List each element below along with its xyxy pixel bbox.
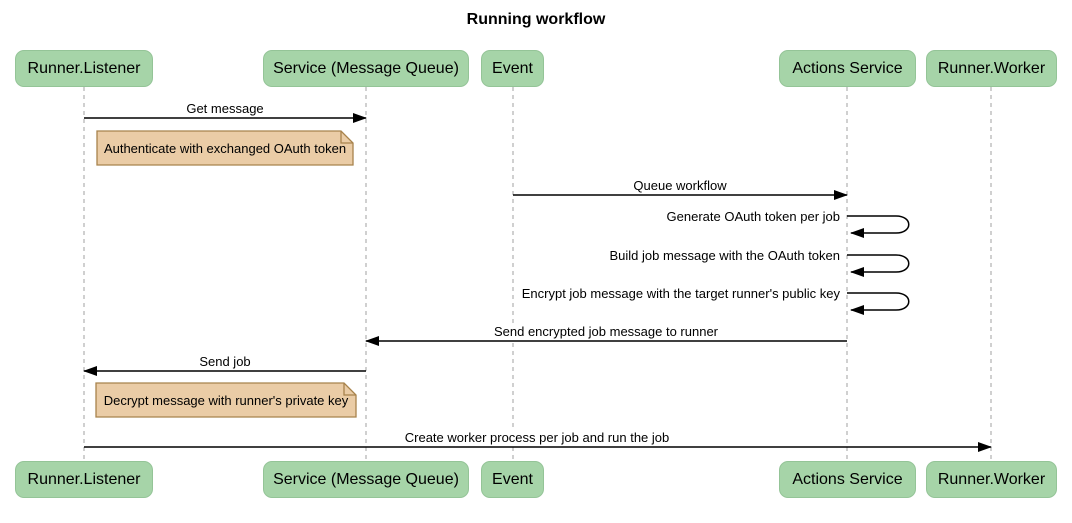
actor-top-event: Event bbox=[481, 50, 544, 87]
message-label-create-worker-process: Create worker process per job and run th… bbox=[401, 430, 673, 445]
actor-bottom-runner-listener: Runner.Listener bbox=[15, 461, 153, 498]
message-arrows bbox=[83, 113, 992, 452]
self-loop-build-job-message bbox=[847, 254, 910, 277]
actor-bottom-runner-worker: Runner.Worker bbox=[926, 461, 1057, 498]
actor-bottom-actions-service: Actions Service bbox=[779, 461, 916, 498]
message-label-queue-workflow: Queue workflow bbox=[630, 178, 730, 193]
message-label-generate-oauth-token: Generate OAuth token per job bbox=[663, 209, 843, 224]
note-shapes bbox=[95, 130, 357, 418]
message-label-get-message: Get message bbox=[183, 101, 267, 116]
self-loop-generate-oauth-token bbox=[847, 215, 910, 238]
note-authenticate-label: Authenticate with exchanged OAuth token bbox=[103, 140, 347, 156]
actor-bottom-event: Event bbox=[481, 461, 544, 498]
actor-top-actions-service: Actions Service bbox=[779, 50, 916, 87]
actor-bottom-service-message-queue: Service (Message Queue) bbox=[263, 461, 469, 498]
actor-top-runner-worker: Runner.Worker bbox=[926, 50, 1057, 87]
note-decrypt-shape bbox=[95, 382, 357, 418]
actor-top-service-message-queue: Service (Message Queue) bbox=[263, 50, 469, 87]
message-label-build-job-message: Build job message with the OAuth token bbox=[606, 248, 843, 263]
note-authenticate-fold bbox=[340, 131, 353, 144]
lifelines bbox=[83, 87, 992, 461]
message-label-send-job: Send job bbox=[196, 354, 254, 369]
message-label-send-encrypted-job-message: Send encrypted job message to runner bbox=[490, 324, 722, 339]
note-authenticate-shape bbox=[96, 130, 354, 166]
actor-top-runner-listener: Runner.Listener bbox=[15, 50, 153, 87]
diagram-title: Running workflow bbox=[466, 11, 606, 28]
message-label-encrypt-job-message: Encrypt job message with the target runn… bbox=[518, 286, 843, 301]
note-decrypt-label: Decrypt message with runner's private ke… bbox=[103, 392, 349, 408]
self-loop-encrypt-job-message bbox=[847, 292, 910, 315]
note-decrypt-fold bbox=[343, 383, 356, 396]
